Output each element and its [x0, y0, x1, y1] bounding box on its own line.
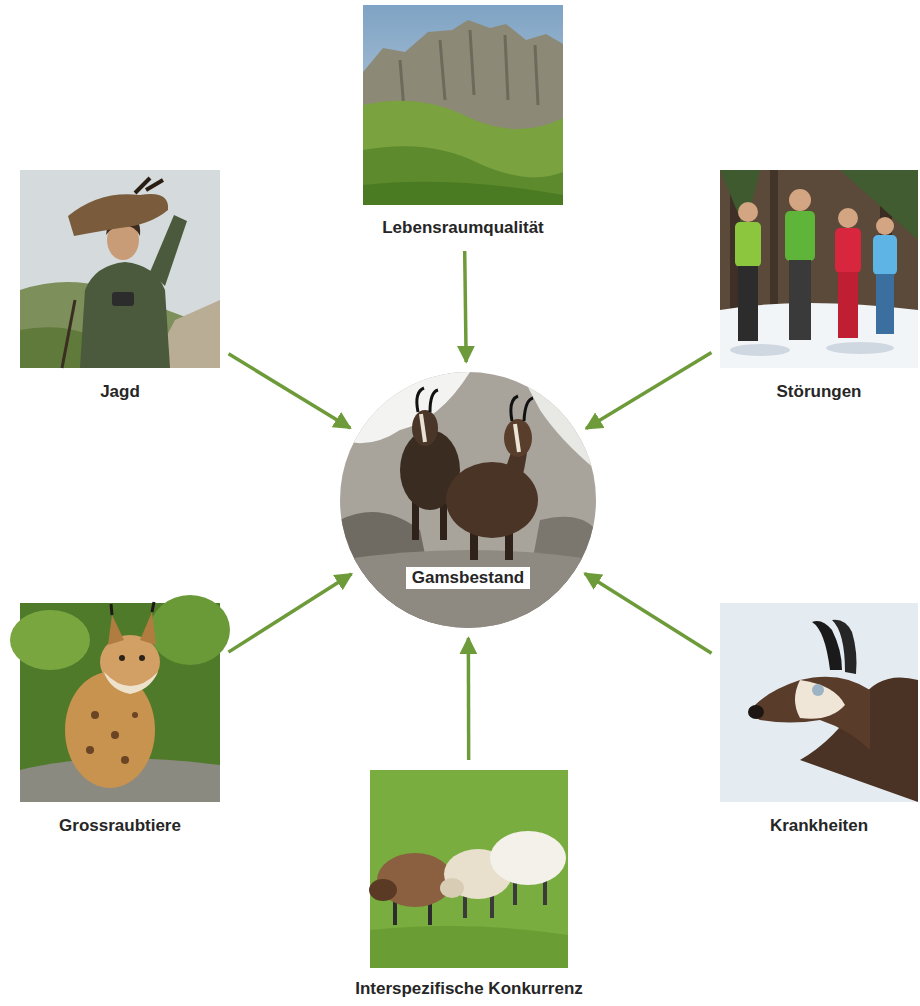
center-label: Gamsbestand: [406, 567, 530, 589]
lynx-photo-part: [139, 655, 145, 661]
hunter-photo: [20, 170, 220, 368]
chamois-photo-part: [412, 410, 438, 446]
lynx-photo: [10, 595, 230, 802]
lynx-photo-part: [91, 711, 99, 719]
lynx-photo-part: [150, 595, 230, 665]
habitat-photo-part: [363, 182, 563, 205]
factor-label: Krankheiten: [770, 815, 868, 837]
habitat-photo-part: [363, 146, 563, 205]
factor-label: Interspezifische Konkurrenz: [355, 978, 583, 1000]
diseased-chamois-photo: [720, 603, 918, 802]
chamois-photo-part: [520, 372, 596, 470]
factor-label: Grossraubtiere: [59, 815, 181, 837]
snowshoe-hikers-photo-part: [770, 170, 778, 320]
factor-node: Störungen: [720, 170, 918, 405]
lynx-photo-part: [132, 712, 138, 718]
chamois-photo-part: [421, 414, 425, 442]
snowshoe-hikers-photo-part: [876, 217, 894, 235]
factor-node: Lebensraumqualität: [363, 5, 563, 241]
diseased-chamois-photo-part: [832, 620, 857, 674]
diseased-chamois-photo-part: [795, 680, 845, 719]
snowshoe-hikers-photo: [720, 170, 918, 368]
factor-label: Störungen: [777, 381, 862, 403]
snowshoe-hikers-photo-part: [838, 208, 858, 228]
population-node: Gamsbestand: [340, 372, 596, 628]
sheep-photo-part: [490, 831, 566, 885]
snowshoe-hikers-photo-part: [720, 170, 760, 230]
factor-node: Krankheiten: [720, 603, 918, 839]
snowshoe-hikers-photo-part: [730, 344, 790, 356]
snowshoe-hikers-photo-part: [838, 272, 858, 338]
chamois-photo-part: [340, 550, 596, 628]
factor-label: Jagd: [100, 381, 140, 403]
snowshoe-hikers-photo-part: [738, 266, 758, 341]
snowshoe-hikers-photo-part: [738, 202, 758, 222]
diseased-chamois-photo-part: [812, 684, 824, 696]
sheep-photo-part: [369, 879, 397, 901]
lynx-photo-part: [10, 610, 90, 670]
snowshoe-hikers-photo-part: [789, 260, 811, 340]
lynx-photo-part: [111, 602, 154, 615]
diseased-chamois-photo-part: [748, 705, 764, 719]
snowshoe-hikers-photo-part: [789, 189, 811, 211]
factor-label: Lebensraumqualität: [382, 217, 544, 239]
lynx-photo-part: [104, 672, 158, 694]
lynx-photo-part: [121, 756, 129, 764]
snowshoe-hikers-photo-part: [835, 228, 861, 273]
factor-node: Interspezifische Konkurrenz: [349, 770, 589, 1002]
hunter-photo-part: [150, 215, 187, 286]
diseased-chamois-photo-part: [720, 603, 918, 802]
factor-node: Grossraubtiere: [20, 603, 220, 839]
habitat-photo: [363, 5, 563, 205]
diseased-chamois-photo-part: [752, 677, 870, 750]
snowshoe-hikers-photo-part: [720, 170, 918, 368]
influence-arrow: [465, 251, 466, 362]
influence-arrow: [586, 353, 711, 429]
hunter-photo-part: [135, 178, 163, 193]
influence-arrow: [585, 574, 712, 654]
snowshoe-hikers-photo-part: [735, 222, 761, 267]
hunter-photo-part: [62, 300, 75, 368]
influence-arrow: [467, 638, 471, 760]
diseased-chamois-photo-part: [812, 621, 842, 670]
factor-node: Jagd: [20, 170, 220, 405]
influence-arrow: [228, 574, 351, 652]
sheep-photo-part: [440, 878, 464, 898]
chamois-photo-part: [511, 396, 533, 421]
chamois-photo-part: [504, 419, 532, 457]
chamois-photo-part: [417, 388, 438, 412]
hunter-photo-part: [68, 194, 168, 236]
lynx-photo-part: [140, 612, 156, 645]
chamois-photo-part: [340, 372, 470, 443]
snowshoe-hikers-photo-part: [785, 211, 815, 261]
chamois-photo-part: [515, 424, 519, 452]
hunter-photo-part: [20, 170, 220, 368]
snowshoe-hikers-photo-part: [873, 235, 897, 275]
snowshoe-hikers-photo-part: [876, 274, 894, 334]
lynx-photo-part: [86, 746, 94, 754]
lynx-photo-part: [119, 655, 125, 661]
hunter-photo-part: [112, 292, 134, 306]
sheep-photo-part: [370, 926, 568, 968]
chamois-photo: [340, 372, 596, 628]
lynx-photo-part: [108, 615, 124, 645]
habitat-photo-part: [400, 30, 538, 110]
snowshoe-hikers-photo-part: [826, 342, 894, 354]
habitat-photo-part: [363, 101, 563, 205]
chamois-photo-part: [446, 462, 538, 538]
sheep-photo-part: [370, 770, 568, 968]
sheep-photo: [369, 770, 568, 968]
chamois-photo-part: [340, 372, 596, 628]
lynx-photo-part: [111, 731, 119, 739]
habitat-photo-part: [363, 5, 563, 205]
influence-arrow: [229, 354, 351, 428]
